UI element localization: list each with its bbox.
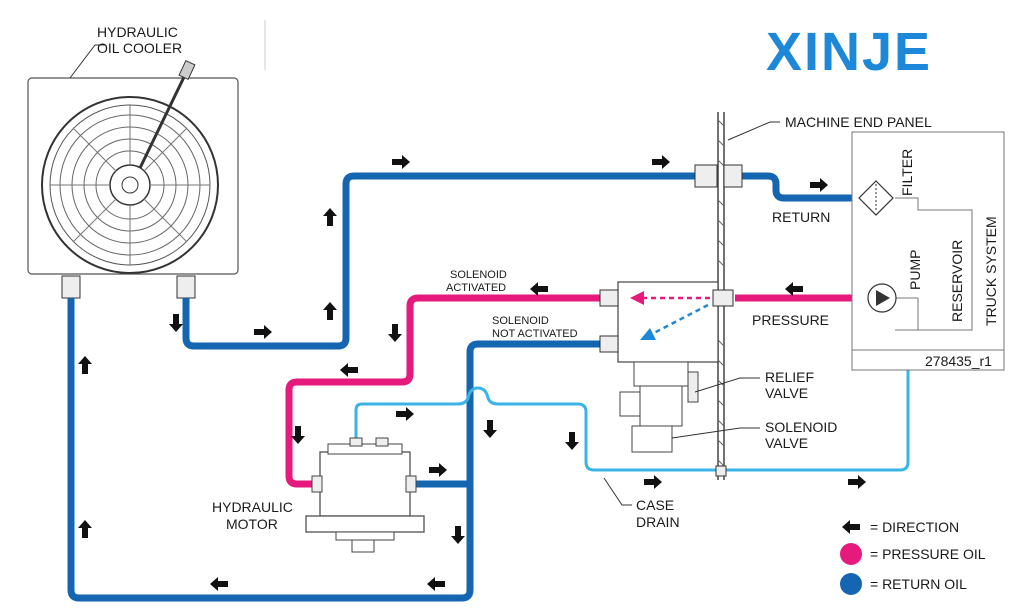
direction-arrow-icon	[810, 178, 828, 192]
case-drain-line	[354, 370, 910, 472]
direction-arrow-icon	[848, 475, 866, 489]
return-line-cooler-to-panel	[182, 172, 700, 350]
solenoid-activated-label-2: ACTIVATED	[446, 282, 506, 294]
direction-arrow-icon	[388, 324, 402, 342]
truck-system	[851, 131, 1005, 371]
pump-icon	[867, 283, 897, 313]
brand-logo: XINJE	[766, 22, 932, 82]
hydraulic-motor-label-1: HYDRAULIC	[212, 499, 293, 515]
legend: = DIRECTION = PRESSURE OIL = RETURN OIL	[840, 519, 986, 595]
direction-arrow-icon	[392, 155, 410, 169]
fan-icon	[41, 59, 219, 274]
direction-arrow-icon	[340, 363, 358, 377]
filter-label: FILTER	[899, 149, 915, 196]
pressure-line-valve-to-motor	[285, 294, 610, 488]
solenoid-valve-label-1: SOLENOID	[765, 419, 837, 435]
filter-icon	[858, 180, 894, 216]
solenoid-valve-leader	[671, 427, 760, 439]
hydraulic-motor	[305, 437, 425, 553]
relief-valve-label-2: VALVE	[765, 385, 808, 401]
direction-arrow-icon	[254, 325, 272, 339]
relief-valve-label-1: RELIEF	[765, 369, 814, 385]
drawing-number: 278435_r1	[925, 353, 992, 369]
hydraulic-motor-label-2: MOTOR	[226, 516, 278, 532]
legend-return-swatch	[840, 573, 862, 595]
truck-system-label: TRUCK SYSTEM	[983, 216, 999, 326]
oil-cooler	[27, 59, 239, 299]
direction-arrow-icon	[427, 577, 445, 591]
case-drain-leader	[603, 477, 632, 506]
direction-arrow-icon	[530, 282, 548, 296]
return-line-panel-to-filter	[735, 172, 852, 202]
legend-direction-label: = DIRECTION	[870, 519, 959, 535]
direction-arrow-icon	[291, 426, 305, 444]
legend-pressure-swatch	[840, 543, 862, 565]
legend-return-label: = RETURN OIL	[870, 576, 967, 592]
direction-arrow-icon	[396, 407, 414, 421]
direction-arrow-icon	[169, 314, 183, 332]
legend-pressure-label: = PRESSURE OIL	[870, 546, 986, 562]
oil-cooler-label-2: OIL COOLER	[97, 40, 182, 56]
direction-arrow-icon	[565, 432, 579, 450]
pump-label: PUMP	[907, 250, 923, 290]
pressure-label: PRESSURE	[752, 312, 829, 328]
direction-arrow-icon	[644, 475, 662, 489]
solenoid-not-activated-label-2: NOT ACTIVATED	[492, 328, 578, 340]
pressure-oil-lines	[285, 294, 852, 488]
direction-arrow-icon	[210, 577, 228, 591]
solenoid-not-activated-label-1: SOLENOID	[492, 315, 549, 327]
legend-direction-icon	[842, 520, 860, 534]
case-drain-path	[354, 370, 910, 472]
valve-flow-not-activated	[649, 303, 709, 337]
oil-cooler-leader	[69, 44, 105, 79]
return-line-valve-to-cooler	[67, 298, 610, 602]
direction-arrow-icon	[652, 155, 670, 169]
direction-arrows	[78, 155, 866, 591]
valve-block	[599, 281, 734, 453]
direction-arrow-icon	[483, 420, 497, 438]
machine-end-panel-label: MACHINE END PANEL	[785, 114, 932, 130]
direction-arrow-icon	[78, 356, 92, 374]
solenoid-activated-label-1: SOLENOID	[450, 269, 507, 281]
case-drain-label-1: CASE	[636, 497, 674, 513]
cooler-port-right	[176, 275, 196, 299]
direction-arrow-icon	[451, 526, 465, 544]
return-oil-lines	[67, 172, 852, 602]
oil-cooler-label-1: HYDRAULIC	[97, 24, 178, 40]
direction-arrow-icon	[323, 208, 337, 226]
case-drain-label-2: DRAIN	[636, 514, 680, 530]
direction-arrow-icon	[429, 463, 447, 477]
direction-arrow-icon	[323, 302, 337, 320]
reservoir-label: RESERVOIR	[949, 240, 965, 322]
direction-arrow-icon	[785, 282, 803, 296]
relief-valve-leader	[694, 377, 760, 393]
return-label: RETURN	[772, 209, 830, 225]
solenoid-valve-label-2: VALVE	[765, 435, 808, 451]
direction-arrow-icon	[78, 520, 92, 538]
panel-leader	[727, 121, 780, 141]
cooler-port-left	[61, 275, 81, 299]
